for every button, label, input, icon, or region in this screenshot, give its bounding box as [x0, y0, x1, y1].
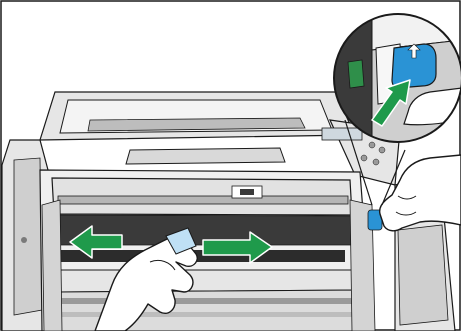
control-panel-display	[322, 128, 362, 140]
